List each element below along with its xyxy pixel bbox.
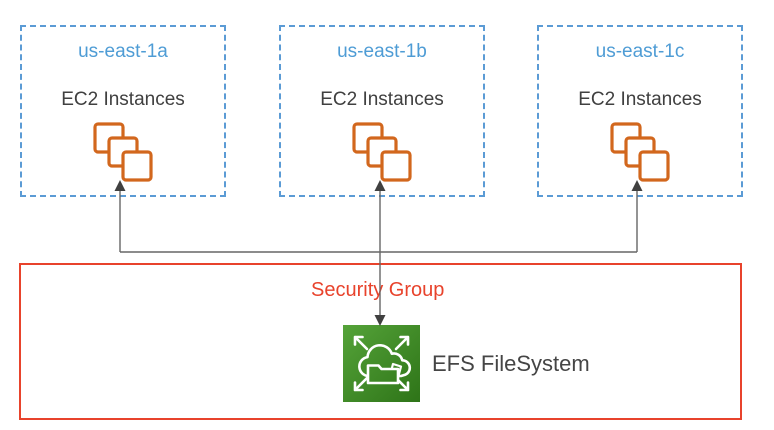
ec2-instances-label: EC2 Instances <box>578 89 702 110</box>
az-name-label: us-east-1a <box>78 41 168 62</box>
availability-zone-box-us-east-1c: us-east-1c EC2 Instances <box>537 25 743 197</box>
availability-zone-box-us-east-1b: us-east-1b EC2 Instances <box>279 25 485 197</box>
availability-zone-box-us-east-1a: us-east-1a EC2 Instances <box>20 25 226 197</box>
az-name-label: us-east-1b <box>337 41 427 62</box>
efs-filesystem-label: EFS FileSystem <box>432 351 590 376</box>
security-group-label: Security Group <box>311 279 445 301</box>
az-name-label: us-east-1c <box>595 41 685 62</box>
ec2-instances-stack-icon <box>352 122 412 182</box>
ec2-instances-stack-icon <box>610 122 670 182</box>
ec2-instances-label: EC2 Instances <box>320 89 444 110</box>
ec2-instances-label: EC2 Instances <box>61 89 185 110</box>
ec2-instances-stack-icon <box>93 122 153 182</box>
efs-filesystem-icon <box>343 325 420 402</box>
